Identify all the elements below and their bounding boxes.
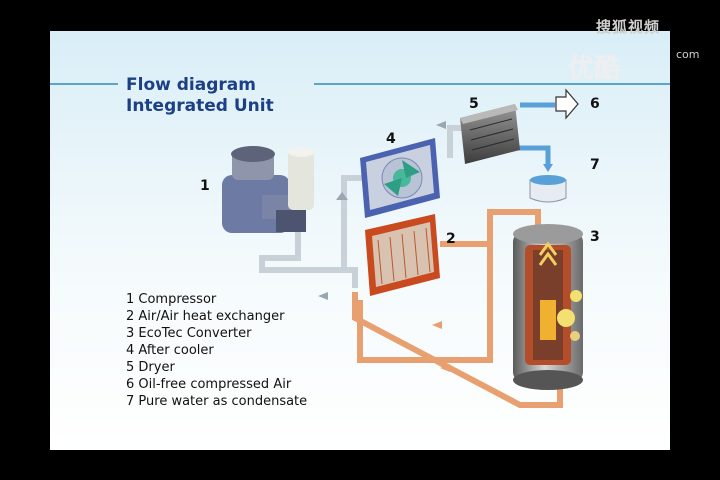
flow-arrow	[436, 121, 446, 129]
pipe-hot-riser	[357, 212, 493, 363]
ecotec-converter	[513, 224, 583, 390]
legend-item-dryer: 5 Dryer	[126, 360, 175, 375]
compressor	[222, 146, 314, 233]
flow-arrow	[336, 192, 348, 200]
callout-2: 2	[446, 231, 456, 247]
legend-item-compressor: 1 Compressor	[126, 292, 217, 307]
flow-arrow	[440, 364, 450, 372]
flow-arrow	[318, 292, 328, 300]
callout-5: 5	[469, 96, 479, 112]
pipe-compressor-to-exchanger	[259, 232, 358, 288]
callout-1: 1	[200, 178, 210, 194]
legend: 1 Compressor 2 Air/Air heat exchanger 3 …	[126, 291, 307, 410]
condensate-bowl	[529, 164, 567, 203]
pipe-hot-loop	[352, 292, 563, 408]
pipe-exchanger-to-aftercooler	[341, 175, 362, 270]
callout-3: 3	[590, 229, 600, 245]
legend-item-condensate: 7 Pure water as condensate	[126, 394, 308, 409]
dryer	[460, 104, 520, 164]
compressed-air-outlet-arrow	[555, 88, 579, 120]
flow-arrow	[432, 321, 442, 329]
watermark-top-text: 搜狐视频	[596, 18, 661, 36]
legend-item-compressed-air: 6 Oil-free compressed Air	[126, 377, 292, 392]
legend-item-heat-exchanger: 2 Air/Air heat exchanger	[126, 309, 285, 324]
legend-item-after-cooler: 4 After cooler	[126, 343, 214, 358]
callout-7: 7	[590, 157, 600, 173]
pipe-aftercooler-to-dryer	[447, 125, 462, 158]
pipe-dryer-to-condensate	[510, 145, 551, 165]
air-air-heat-exchanger	[365, 214, 440, 296]
diagram-title-line2: Integrated Unit	[126, 96, 274, 116]
watermark-domain-text: com	[676, 48, 700, 61]
after-cooler	[360, 138, 440, 218]
watermark-logo-text: 优酷	[568, 54, 621, 84]
diagram-title-line1: Flow diagram	[126, 75, 256, 95]
callout-4: 4	[386, 131, 396, 147]
legend-item-converter: 3 EcoTec Converter	[126, 326, 252, 341]
callout-6: 6	[590, 96, 600, 112]
